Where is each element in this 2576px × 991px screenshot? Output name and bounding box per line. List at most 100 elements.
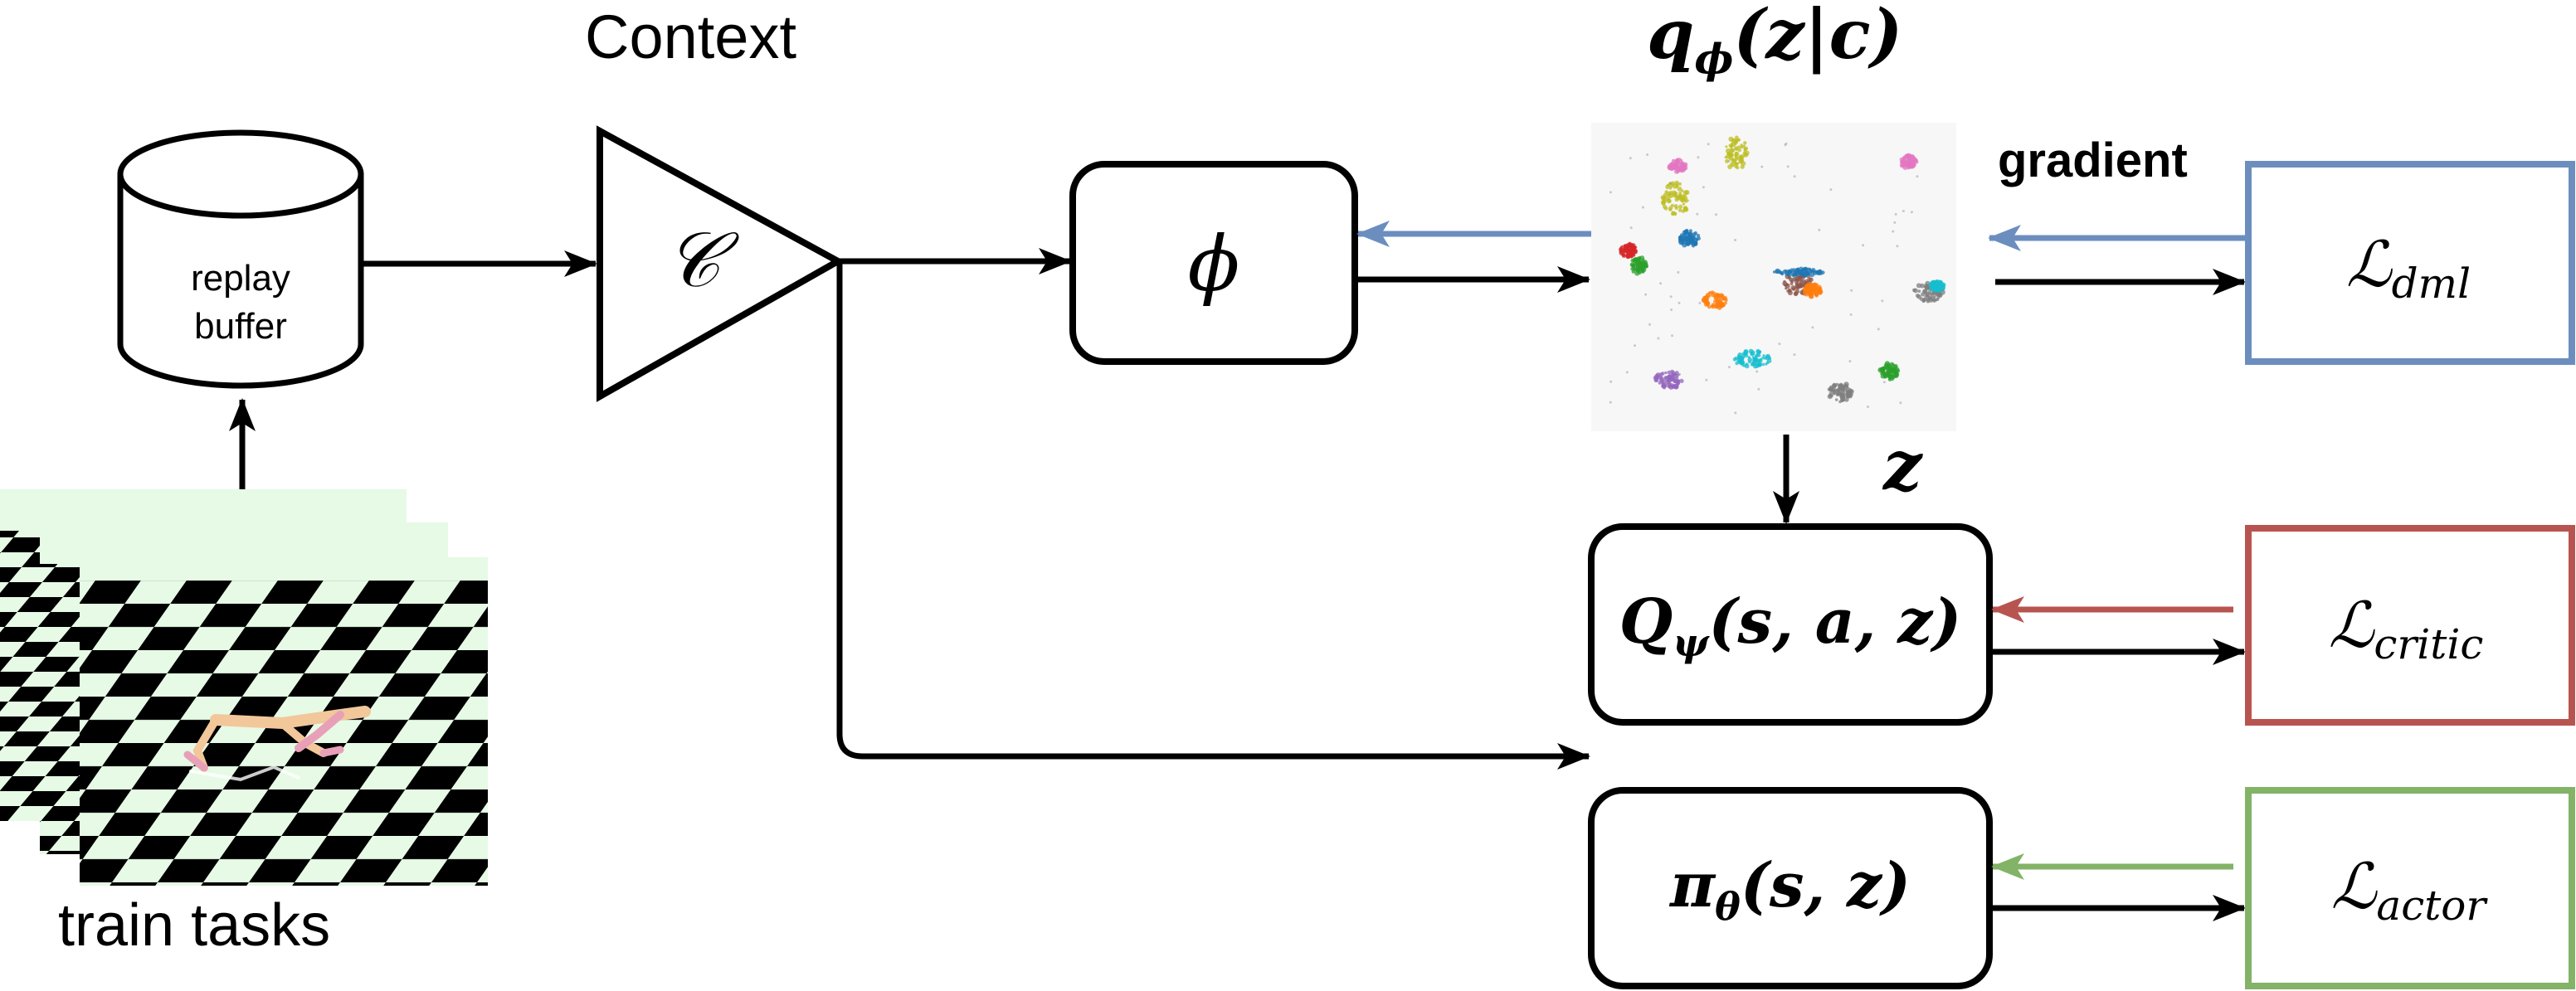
cluster-point bbox=[1743, 148, 1747, 151]
cluster-point bbox=[1916, 283, 1921, 289]
cluster-noise-point bbox=[1629, 157, 1632, 160]
cluster-point bbox=[1736, 138, 1741, 142]
cluster-point bbox=[1925, 285, 1929, 289]
cluster-point bbox=[1634, 261, 1639, 266]
cluster-point bbox=[1882, 367, 1885, 370]
cluster-point bbox=[1843, 381, 1849, 387]
cluster-point bbox=[1925, 291, 1930, 296]
cluster-point bbox=[1732, 357, 1737, 362]
cluster-point bbox=[1673, 165, 1678, 170]
cluster-point bbox=[1762, 354, 1765, 357]
cluster-noise-point bbox=[1677, 270, 1680, 274]
cluster-point bbox=[1670, 369, 1674, 374]
cluster-point bbox=[1904, 153, 1907, 157]
cluster-point bbox=[1801, 272, 1806, 277]
cluster-point bbox=[1663, 376, 1669, 381]
cluster-point bbox=[1917, 289, 1921, 293]
cluster-point bbox=[1791, 287, 1796, 291]
cluster-point bbox=[1739, 362, 1743, 366]
cluster-point bbox=[1818, 269, 1823, 274]
cluster-point bbox=[1790, 268, 1794, 273]
cluster-point bbox=[1696, 233, 1701, 238]
cluster-noise-point bbox=[1715, 213, 1717, 216]
cluster-point bbox=[1653, 378, 1658, 382]
agent-figure bbox=[183, 706, 371, 782]
cluster-point bbox=[1745, 362, 1749, 366]
cluster-point bbox=[1668, 193, 1673, 199]
cluster-point bbox=[1780, 271, 1783, 275]
cluster-point bbox=[1623, 244, 1628, 249]
cluster-point bbox=[1937, 282, 1943, 288]
actor-sub: θ bbox=[1715, 884, 1741, 929]
cluster-noise-point bbox=[1678, 301, 1681, 304]
cluster-noise-point bbox=[1629, 226, 1633, 230]
critic-sub: ψ bbox=[1673, 620, 1710, 665]
cluster-point bbox=[1640, 269, 1644, 273]
cluster-point bbox=[1668, 187, 1673, 190]
cluster-point bbox=[1735, 362, 1739, 366]
cluster-point bbox=[1740, 154, 1745, 158]
cluster-noise-point bbox=[1646, 153, 1649, 156]
cluster-point bbox=[1846, 390, 1851, 394]
cluster-point bbox=[1714, 294, 1719, 299]
cluster-point bbox=[1726, 151, 1731, 156]
cluster-point bbox=[1678, 182, 1682, 186]
cluster-point bbox=[1750, 352, 1755, 357]
cluster-point bbox=[1679, 237, 1683, 241]
cluster-point bbox=[1674, 197, 1679, 202]
cluster-point bbox=[1633, 258, 1638, 264]
posterior-label: qϕ(z|c) bbox=[1647, 0, 1902, 83]
cluster-point bbox=[1670, 376, 1676, 382]
cluster-point bbox=[1784, 270, 1790, 276]
cluster-point bbox=[1808, 267, 1812, 271]
cluster-point bbox=[1675, 376, 1679, 379]
cluster-point bbox=[1658, 375, 1663, 379]
cluster-point bbox=[1713, 304, 1719, 309]
cluster-noise-point bbox=[1634, 344, 1636, 347]
cluster-point bbox=[1765, 355, 1770, 361]
cluster-noise-point bbox=[1896, 245, 1899, 248]
cluster-point bbox=[1668, 381, 1671, 384]
cluster-point bbox=[1687, 231, 1692, 236]
cluster-point bbox=[1737, 156, 1741, 161]
cluster-noise-point bbox=[1786, 165, 1790, 168]
cluster-noise-point bbox=[1697, 156, 1700, 159]
cluster-point bbox=[1662, 382, 1668, 388]
actor-label: πθ(s, z) bbox=[1668, 850, 1911, 929]
cluster-noise-point bbox=[1698, 301, 1702, 304]
cluster-point bbox=[1735, 147, 1739, 151]
cluster-point bbox=[1914, 158, 1918, 163]
cluster-noise-point bbox=[1659, 282, 1663, 285]
cluster-point bbox=[1725, 158, 1729, 163]
cluster-point bbox=[1793, 291, 1799, 297]
cluster-point bbox=[1807, 283, 1813, 289]
cluster-point bbox=[1802, 268, 1805, 271]
posterior-sub: ϕ bbox=[1694, 34, 1733, 83]
cluster-point bbox=[1710, 304, 1714, 308]
posterior-args: (z|c) bbox=[1733, 0, 1902, 75]
cluster-point bbox=[1832, 384, 1837, 389]
cluster-noise-point bbox=[1862, 244, 1865, 247]
cluster-noise-point bbox=[1829, 188, 1833, 192]
cluster-point bbox=[1668, 191, 1673, 195]
cluster-point bbox=[1848, 393, 1853, 399]
cluster-point bbox=[1735, 157, 1739, 162]
cluster-point bbox=[1626, 252, 1631, 257]
cluster-noise-point bbox=[1877, 328, 1880, 331]
replay-buffer-label-line1: replay bbox=[191, 258, 290, 299]
cluster-point bbox=[1909, 159, 1915, 165]
loss-critic-sub: critic bbox=[2374, 620, 2483, 668]
phi-label: ϕ bbox=[1188, 220, 1240, 308]
cluster-point bbox=[1792, 273, 1796, 278]
cluster-point bbox=[1936, 296, 1941, 300]
cluster-point bbox=[1883, 365, 1887, 368]
cluster-point bbox=[1838, 386, 1843, 391]
cluster-point bbox=[1705, 301, 1711, 307]
task-layer-front bbox=[80, 557, 488, 886]
latent-label: z bbox=[1882, 426, 1923, 506]
cluster-point bbox=[1758, 363, 1762, 367]
cluster-point bbox=[1638, 260, 1642, 265]
cluster-noise-point bbox=[1705, 378, 1708, 381]
cluster-point bbox=[1804, 268, 1809, 272]
cluster-noise-point bbox=[1648, 323, 1651, 326]
